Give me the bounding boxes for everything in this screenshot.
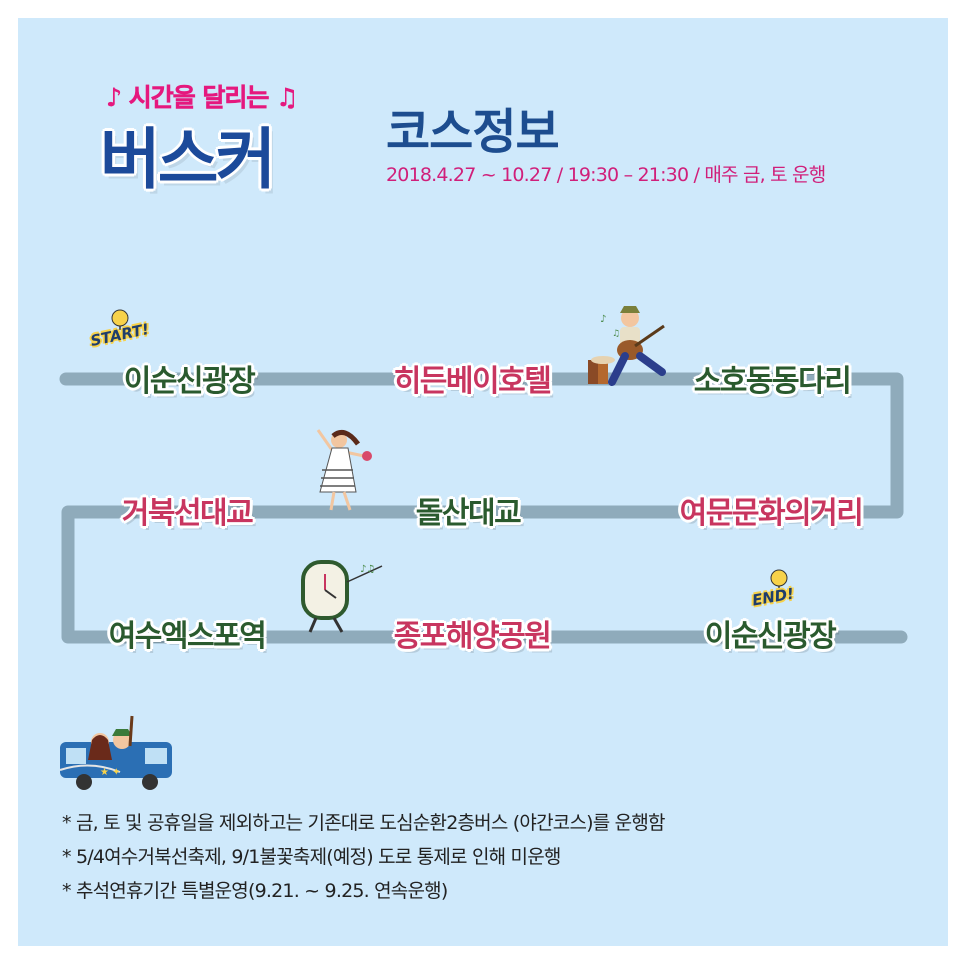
station-label: 이순신광장 — [704, 619, 837, 654]
end-marker-icon — [770, 569, 788, 590]
note-item: * 추석연휴기간 특별운영(9.21. ~ 9.25. 연속운행) — [62, 880, 448, 902]
svg-text:♫: ♫ — [612, 329, 620, 339]
note-item: * 5/4여수거북선축제, 9/1불꽃축제(예정) 도로 통제로 인해 미운행 — [62, 846, 561, 868]
station-label: 소호동동다리 — [693, 364, 852, 399]
logo-main: 버스커 — [100, 121, 276, 198]
guitarist-illustration-icon: ♪ ♫ — [588, 306, 666, 386]
music-note-icon: ♫ — [276, 83, 299, 113]
route-line — [59, 372, 908, 644]
station-label: 거북선대교 — [121, 496, 254, 531]
start-marker-icon — [111, 309, 129, 330]
schedule-text: 2018.4.27 ~ 10.27 / 19:30 – 21:30 / 매주 금… — [386, 164, 826, 186]
bus-illustration-icon: ★ ✦ — [59, 715, 172, 790]
logo-subtitle: ♪ 시간을 달리는 ♫ — [106, 78, 299, 114]
note-item: * 금, 토 및 공휴일을 제외하고는 기존대로 도심순환2층버스 (야간코스)… — [62, 812, 666, 834]
dancer-illustration-icon — [316, 429, 372, 511]
station-label: 돌산대교 — [415, 496, 522, 531]
logo-subtitle-text: 시간을 달리는 — [128, 83, 269, 113]
svg-text:♪: ♪ — [600, 314, 606, 325]
svg-text:★ ✦: ★ ✦ — [100, 767, 121, 778]
station-label: 종포해양공원 — [393, 619, 552, 654]
station-label: 이순신광장 — [123, 364, 256, 399]
clock-character-illustration-icon: ♪♫ — [301, 560, 383, 633]
music-note-icon: ♪ — [106, 83, 122, 113]
course-info-panel — [18, 18, 948, 946]
page-title: 코스정보 — [386, 104, 560, 160]
station-label: 히든베이호텔 — [393, 364, 552, 399]
svg-text:♪♫: ♪♫ — [360, 564, 375, 575]
station-label: 여문문화의거리 — [679, 496, 864, 531]
notes-list: * 금, 토 및 공휴일을 제외하고는 기존대로 도심순환2층버스 (야간코스)… — [62, 806, 666, 908]
station-label: 여수엑스포역 — [108, 619, 267, 654]
